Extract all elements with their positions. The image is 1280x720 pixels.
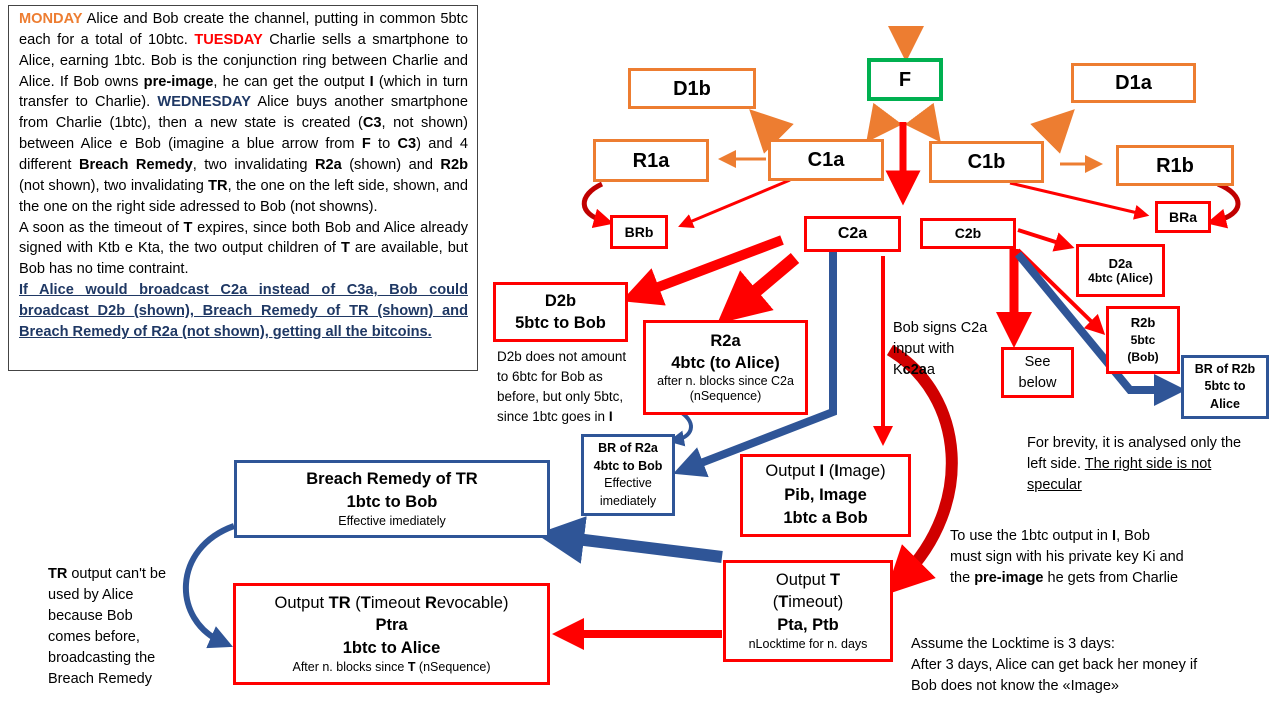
box-c1b: C1b <box>929 141 1044 183</box>
arrow-c1a-d1b <box>749 109 794 154</box>
story-paragraph-3: If Alice would broadcast C2a instead of … <box>19 282 468 340</box>
box-bra: BRa <box>1155 201 1211 233</box>
arrow-c2a-d2b <box>621 235 784 306</box>
story-text-box: MONDAY Alice and Bob create the channel,… <box>8 5 478 371</box>
box-r1a: R1a <box>593 139 709 182</box>
box-output-tr: Output TR (Timeout Revocable) Ptra 1btc … <box>233 583 550 685</box>
box-r1b: R1b <box>1116 145 1234 186</box>
box-output-t: Output T (Timeout) Pta, Ptb nLocktime fo… <box>723 560 893 662</box>
arrow-c2a-outt <box>885 344 958 595</box>
box-f: F <box>867 58 943 101</box>
box-d1b: D1b <box>628 68 756 109</box>
arrow-c2b-d2a <box>1017 228 1075 252</box>
arrow-outt-brtr <box>536 516 723 564</box>
box-c1a: C1a <box>768 139 884 181</box>
arrow-c1b-bra <box>1009 181 1150 220</box>
arrow-f-c1b <box>904 102 941 143</box>
box-output-i: Output I (Image) Pib, Image 1btc a Bob <box>740 454 911 537</box>
note-tr-output: TR output can't be used by Alice because… <box>48 566 167 688</box>
arrow-c2b-r2b <box>1016 248 1106 335</box>
note-bob-signs: Bob signs C2a input with Kc2aa <box>893 320 988 379</box>
arrow-c2a-brr2a <box>673 252 837 478</box>
note-brevity: For brevity, it is analysed only the lef… <box>1027 435 1242 494</box>
story-paragraph-2: A soon as the timeout of T expires, sinc… <box>19 219 468 278</box>
box-d1a: D1a <box>1071 63 1196 103</box>
arrow-f-c1a <box>866 102 903 143</box>
arrow-r2a-brr2a <box>668 411 693 447</box>
arrow-c1b-d1a <box>1030 109 1075 154</box>
note-d2b: D2b does not amount to 6btc for Bob as b… <box>497 349 627 424</box>
arrow-c1a-brb <box>678 178 791 229</box>
note-locktime: Assume the Locktime is 3 days: After 3 d… <box>911 636 1198 695</box>
story-paragraph-1: MONDAY Alice and Bob create the channel,… <box>19 11 469 215</box>
box-c2a: C2a <box>804 216 901 252</box>
arrow-r1a-brb <box>581 181 614 229</box>
arrow-r1b-bra <box>1206 181 1241 229</box>
arrow-c2a-r2a <box>717 253 800 324</box>
note-use-1btc: To use the 1btc output in I, Bob must si… <box>950 528 1184 587</box>
arrow-c2b-brr2b <box>1014 251 1186 406</box>
box-brb: BRb <box>610 215 668 249</box>
box-c2b: C2b <box>920 218 1016 249</box>
arrow-brtr-outtr <box>183 523 236 649</box>
